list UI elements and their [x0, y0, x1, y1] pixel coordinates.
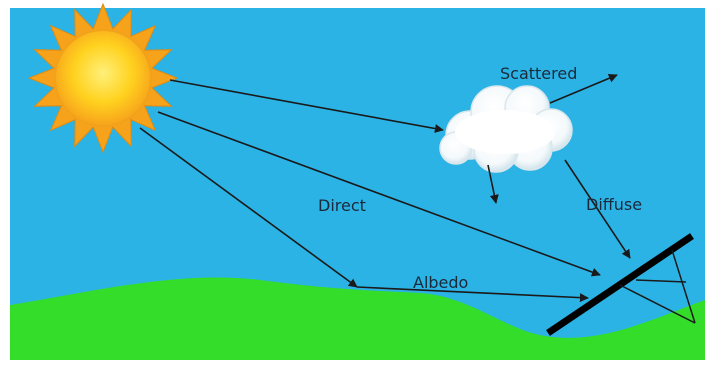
- label-diffuse: Diffuse: [586, 195, 642, 214]
- label-scattered: Scattered: [500, 64, 577, 83]
- label-albedo: Albedo: [413, 273, 468, 292]
- label-direct: Direct: [318, 196, 366, 215]
- sun-icon: [29, 4, 177, 152]
